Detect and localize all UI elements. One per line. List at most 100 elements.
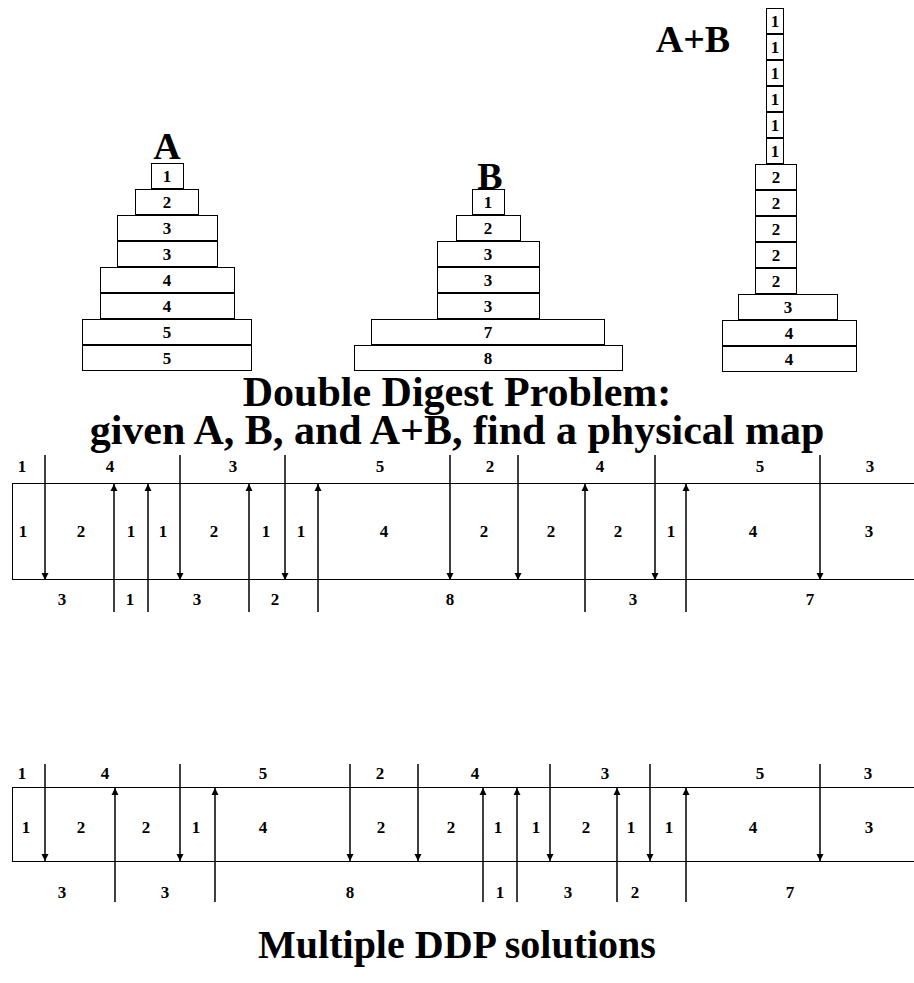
fragment-block: 2 [456, 215, 521, 241]
fragment-length: 2 [772, 169, 781, 186]
fragment-length: 4 [785, 351, 794, 368]
map-number: 3 [161, 884, 170, 903]
fragment-length: 2 [480, 523, 489, 540]
stack-label: A [153, 126, 180, 168]
cut-site-arrow [113, 484, 115, 612]
map-number: 2 [631, 884, 640, 903]
fragment-length: 2 [447, 819, 456, 836]
fragment-block: 1 [766, 86, 784, 112]
fragment-length: 4 [380, 523, 389, 540]
fragment-length: 1 [262, 523, 271, 540]
cut-site-arrow [517, 455, 519, 580]
map-number: 1 [18, 765, 27, 784]
fragment-block: 5 [82, 345, 252, 371]
cut-site-arrow [685, 484, 687, 612]
cut-site-arrow [482, 788, 484, 902]
fragment-length: 2 [772, 247, 781, 264]
map-number: 3 [601, 765, 610, 784]
fragment-length: 4 [163, 298, 172, 315]
fragment-block: 2 [135, 189, 199, 215]
fragment-block: 5 [82, 319, 252, 345]
fragment-length: 1 [665, 819, 674, 836]
fragment-length: 1 [192, 819, 201, 836]
fragment-block: 4 [722, 346, 857, 372]
fragment-block: 4 [100, 267, 235, 293]
fragment-block: 2 [755, 216, 797, 242]
cut-site-arrow [654, 455, 656, 580]
map-strip: 12112114222143 [12, 483, 914, 580]
map-number: 3 [58, 884, 67, 903]
fragment-length: 4 [785, 325, 794, 342]
fragment-length: 1 [627, 819, 636, 836]
fragment-length: 1 [771, 117, 780, 134]
fragment-length: 1 [19, 523, 28, 540]
map-number: 1 [496, 884, 505, 903]
fragment-block: 3 [117, 215, 218, 241]
map-number: 5 [376, 458, 385, 477]
cut-site-arrow [819, 764, 821, 861]
map-number: 3 [193, 591, 202, 610]
map-number: 4 [596, 458, 605, 477]
fragment-block: 3 [738, 294, 838, 320]
map-number: 5 [756, 765, 765, 784]
fragment-length: 2 [772, 221, 781, 238]
fragment-block: 1 [766, 112, 784, 138]
fragment-length: 2 [142, 819, 151, 836]
fragment-length: 4 [259, 819, 268, 836]
map-number: 2 [271, 591, 280, 610]
cut-site-arrow [44, 455, 46, 580]
fragment-length: 2 [77, 819, 86, 836]
fragment-length: 1 [532, 819, 541, 836]
fragment-length: 2 [377, 819, 386, 836]
map-number: 8 [346, 884, 355, 903]
fragment-block: 1 [766, 138, 784, 164]
cut-site-arrow [584, 484, 586, 612]
fragment-length: 5 [163, 350, 172, 367]
cut-site-arrow [685, 788, 687, 902]
stack-label: B [477, 156, 502, 198]
map-number: 5 [756, 458, 765, 477]
fragment-block: 2 [755, 242, 797, 268]
fragment-length: 1 [127, 523, 136, 540]
caption: Multiple DDP solutions [258, 923, 656, 967]
cut-site-arrow [549, 764, 551, 861]
map-number: 4 [471, 765, 480, 784]
cut-site-arrow [284, 455, 286, 580]
fragment-block: 1 [766, 60, 784, 86]
fragment-length: 3 [484, 246, 493, 263]
map-number: 4 [101, 765, 110, 784]
fragment-block: 1 [766, 8, 784, 34]
map-number: 7 [806, 591, 815, 610]
cut-site-arrow [417, 764, 419, 861]
map-number: 3 [58, 591, 67, 610]
fragment-length: 1 [667, 523, 676, 540]
map-number: 3 [866, 458, 875, 477]
cut-site-arrow [819, 455, 821, 580]
fragment-block: 3 [437, 267, 540, 293]
fragment-length: 1 [297, 523, 306, 540]
map-number: 3 [864, 765, 873, 784]
fragment-length: 3 [163, 246, 172, 263]
fragment-length: 5 [163, 324, 172, 341]
fragment-length: 2 [77, 523, 86, 540]
fragment-block: 2 [755, 190, 797, 216]
stack-label: A+B [656, 19, 730, 61]
fragment-length: 1 [163, 168, 172, 185]
map-number: 7 [786, 884, 795, 903]
fragment-length: 2 [547, 523, 556, 540]
cut-site-arrow [516, 788, 518, 902]
fragment-length: 7 [484, 324, 493, 341]
fragment-length: 4 [163, 272, 172, 289]
fragment-length: 2 [614, 523, 623, 540]
cut-site-arrow [147, 484, 149, 612]
map-strip: 12214221121143 [12, 787, 914, 862]
fragment-block: 2 [755, 164, 797, 190]
fragment-length: 2 [582, 819, 591, 836]
map-number: 1 [18, 458, 27, 477]
map-number: 3 [629, 591, 638, 610]
fragment-length: 3 [865, 819, 874, 836]
fragment-length: 2 [163, 194, 172, 211]
fragment-length: 3 [865, 523, 874, 540]
fragment-length: 8 [484, 350, 493, 367]
fragment-length: 1 [771, 13, 780, 30]
